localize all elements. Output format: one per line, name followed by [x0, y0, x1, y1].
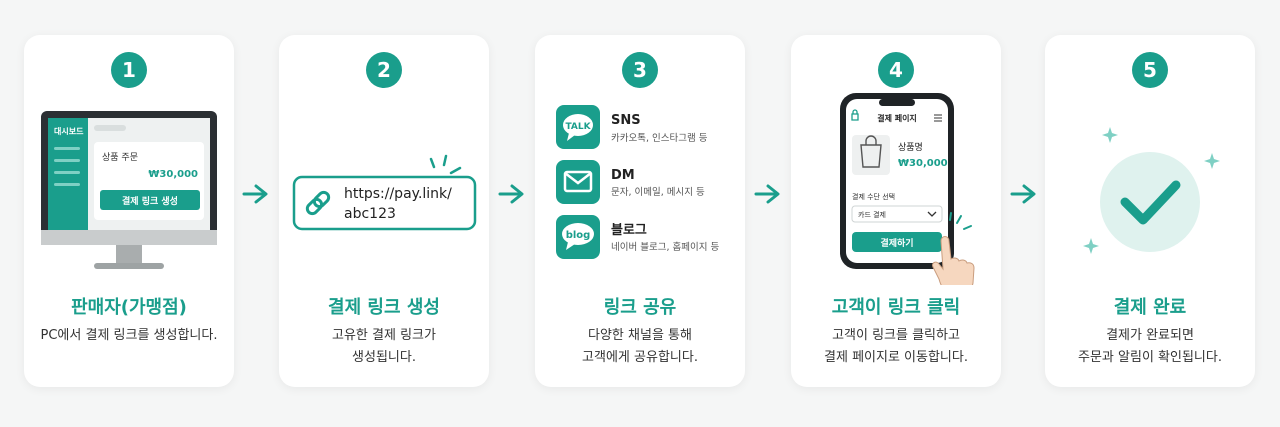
seller-monitor-illustration: 대시보드 상품 주문 ₩30,000 결제 링크 생성: [41, 111, 217, 269]
link-chain-icon: [305, 190, 331, 216]
topbar-placeholder: [94, 125, 126, 131]
lock-icon: [851, 109, 859, 121]
payment-link-illustration: https://pay.link/ abc123: [292, 154, 477, 231]
order-label: 상품 주문: [102, 152, 138, 163]
step-number-badge: 1: [111, 52, 147, 88]
step-description: 다양한 채널을 통해 고객에게 공유합니다.: [535, 325, 745, 369]
step-number-badge: 5: [1132, 52, 1168, 88]
channel-name: DM: [611, 168, 635, 183]
create-link-button: [100, 190, 200, 210]
sidebar-line: [54, 183, 80, 186]
arrow-right-icon: [498, 184, 524, 204]
monitor-neck: [116, 245, 142, 263]
step-number-badge: 2: [366, 52, 402, 88]
step-description-line: 고객이 링크를 클릭하고: [832, 328, 960, 343]
sidebar-line: [54, 147, 80, 150]
tap-indicator-icon: [949, 212, 972, 230]
sparkle-icon: [1204, 153, 1220, 169]
channel-sub: 문자, 이메일, 메시지 등: [611, 187, 705, 198]
channel-sub: 네이버 블로그, 홈페이지 등: [611, 241, 719, 253]
sparkle-icon: [1102, 127, 1118, 143]
step-description: 고객이 링크를 클릭하고 결제 페이지로 이동합니다.: [791, 325, 1001, 369]
menu-icon: [934, 114, 942, 122]
chevron-down-icon: [927, 211, 937, 217]
monitor-chin: [41, 230, 217, 245]
step-card-4: 4 결제 페이지 상품명 ₩30,000 결제 수단 선택 카드 결제 결제하기…: [791, 35, 1001, 387]
payment-method-label: 결제 수단 선택: [852, 192, 895, 201]
step-title: 링크 공유: [603, 297, 677, 318]
step-title: 결제 완료: [1113, 297, 1187, 318]
link-url-line2: abc123: [344, 206, 396, 222]
step-description: 고유한 결제 링크가 생성됩니다.: [279, 325, 489, 369]
customer-phone-illustration: 결제 페이지 상품명 ₩30,000 결제 수단 선택 카드 결제 결제하기: [840, 93, 975, 285]
step-number-badge: 4: [878, 52, 914, 88]
link-url-line1: https://pay.link/: [344, 186, 452, 202]
channel-name: SNS: [611, 113, 641, 128]
shopping-bag-icon: [860, 135, 882, 168]
pay-button-label: 결제하기: [880, 237, 913, 249]
channel-sub: 카카오톡, 인스타그램 등: [611, 132, 708, 144]
phone-header: 결제 페이지: [877, 113, 917, 123]
phone-notch: [879, 99, 915, 106]
step-description-line: 고객에게 공유합니다.: [582, 350, 698, 365]
monitor-stand: [94, 263, 164, 269]
check-circle: [1100, 152, 1200, 252]
hand-pointer-icon: [932, 236, 975, 285]
step-description-line: PC에서 결제 링크를 생성합니다.: [40, 328, 218, 343]
step-card-5: 5 결제 완료 결제가 완료되면 주문과 알림이 확인됩니다.: [1045, 35, 1255, 387]
step-description: PC에서 결제 링크를 생성합니다.: [24, 325, 234, 347]
step-title: 결제 링크 생성: [328, 297, 440, 318]
step-description-line: 생성됩니다.: [352, 350, 416, 365]
sparkle-icon: [429, 154, 462, 175]
step-description-line: 다양한 채널을 통해: [588, 328, 692, 343]
step-number-badge: 3: [622, 52, 658, 88]
step-card-2: 2 https://pay.link/ abc123 결제 링크 생성 고유한 …: [279, 35, 489, 387]
sparkle-icon: [1083, 238, 1099, 254]
step-card-1: 1 대시보드 상품 주문 ₩30,000 결제 링크 생성 판매자(가맹점) P…: [24, 35, 234, 387]
checkmark-icon: [1120, 180, 1181, 225]
step-description-line: 결제가 완료되면: [1106, 328, 1194, 343]
arrow-right-icon: [1010, 184, 1036, 204]
link-box: [292, 175, 477, 231]
step-title: 고객이 링크 클릭: [831, 297, 961, 318]
payment-method-select: [851, 205, 943, 223]
step-description-line: 주문과 알림이 확인됩니다.: [1078, 350, 1222, 365]
step-card-3: 3 TALK SNS 카카오톡, 인스타그램 등 DM 문자, 이메일, 메시지…: [535, 35, 745, 387]
payment-complete-illustration: [1083, 127, 1220, 254]
payment-method-value: 카드 결제: [858, 210, 886, 219]
arrow-right-icon: [242, 184, 268, 204]
step-description-line: 결제 페이지로 이동합니다.: [824, 350, 968, 365]
step-description: 결제가 완료되면 주문과 알림이 확인됩니다.: [1045, 325, 1255, 369]
arrow-right-icon: [754, 184, 780, 204]
kakao-talk-icon-label: TALK: [565, 122, 591, 132]
step-description-line: 고유한 결제 링크가: [332, 328, 436, 343]
channel-name: 블로그: [611, 223, 647, 238]
sidebar-line: [54, 159, 80, 162]
blog-icon-label: blog: [566, 230, 591, 241]
dashboard-sidebar-title: 대시보드: [54, 126, 84, 136]
share-channels-illustration: TALK SNS 카카오톡, 인스타그램 등 DM 문자, 이메일, 메시지 등…: [556, 105, 719, 259]
sidebar-line: [54, 171, 80, 174]
order-price: ₩30,000: [148, 169, 198, 180]
product-name: 상품명: [898, 142, 923, 153]
product-image: [852, 135, 890, 175]
create-link-button-label: 결제 링크 생성: [122, 195, 178, 207]
step-title: 판매자(가맹점): [71, 297, 187, 318]
product-price: ₩30,000: [898, 158, 948, 169]
pay-button: [852, 232, 942, 252]
